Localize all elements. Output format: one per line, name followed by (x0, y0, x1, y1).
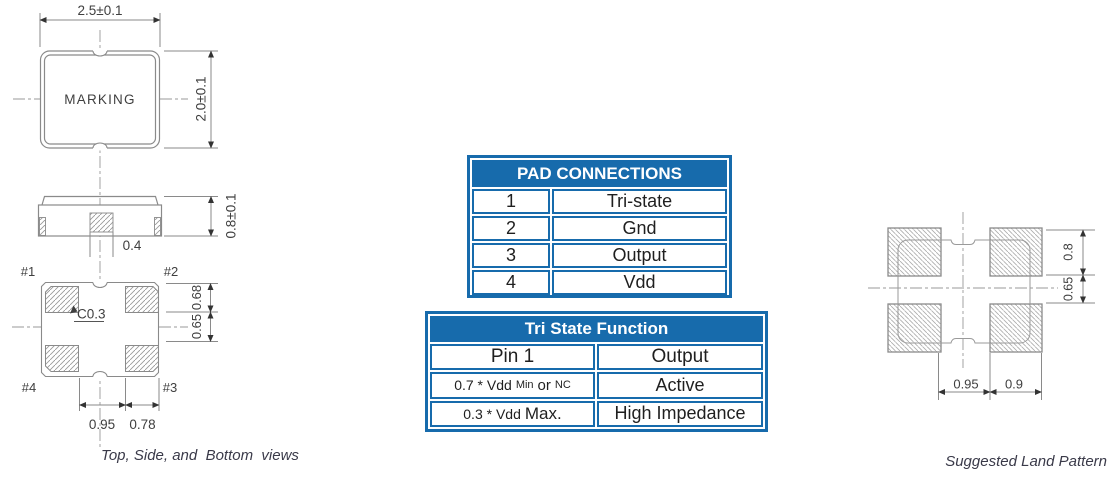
condition-text: or (537, 376, 551, 394)
tri-state-condition: 0.7 * Vdd Min or NC (430, 372, 595, 399)
table-row: 4 Vdd (472, 270, 727, 295)
pad-function: Tri-state (552, 189, 727, 214)
bottom-view-bottom-notch (92, 370, 108, 377)
top-view-dim-lines (39, 13, 218, 149)
pad-function: Vdd (552, 270, 727, 295)
package-views-drawing: MARKING 2.5±0.1 2.0±0.1 0.4 (12, 3, 239, 448)
top-view: MARKING 2.5±0.1 2.0±0.1 (39, 3, 218, 151)
tri-state-output: Active (597, 372, 763, 399)
tri-state-col-output: Output (597, 344, 763, 371)
land-span-a-dim: 0.95 (953, 377, 978, 392)
land-pad-3 (989, 303, 1043, 353)
top-height-dim: 2.0±0.1 (194, 77, 209, 122)
land-pad-height-dim: 0.8 (1062, 243, 1076, 260)
condition-text: 0.7 * Vdd (454, 377, 512, 394)
bottom-view-dim-lines (79, 283, 218, 411)
bottom-view-top-notch (92, 282, 108, 289)
pin1-label: #1 (21, 264, 35, 279)
land-pad-gap-dim: 0.65 (1062, 277, 1076, 301)
table-row: 1 Tri-state (472, 189, 727, 214)
pad-function: Gnd (552, 216, 727, 241)
crystal-pad-width-dim: 0.4 (123, 238, 142, 253)
pad-length-dim: 0.68 (189, 285, 204, 310)
pad-number: 3 (472, 243, 550, 268)
top-width-dim: 2.5±0.1 (78, 3, 123, 18)
tri-state-col-pin: Pin 1 (430, 344, 595, 371)
pad-number: 2 (472, 216, 550, 241)
chamfer-label: C0.3 (77, 307, 106, 322)
table-row: Pin 1 Output (430, 344, 763, 371)
top-notch (92, 50, 108, 57)
tri-state-table: Tri State Function Pin 1 Output 0.7 * Vd… (425, 311, 768, 432)
top-notch-mask (93, 48, 107, 54)
span-b-dim: 0.78 (129, 417, 155, 432)
land-pattern-caption: Suggested Land Pattern (945, 453, 1107, 470)
land-pattern-drawing: 0.8 0.65 0.95 0.9 (868, 212, 1095, 400)
bottom-notch (92, 142, 108, 149)
land-dim-lines (938, 229, 1095, 400)
pad-connections-table: PAD CONNECTIONS 1 Tri-state 2 Gnd 3 Outp… (467, 155, 732, 298)
pad-2 (125, 286, 159, 313)
land-span-b-dim: 0.9 (1005, 377, 1023, 392)
side-view: 0.4 0.8±0.1 (37, 194, 239, 257)
pin2-label: #2 (164, 264, 178, 279)
span-a-dim: 0.95 (89, 417, 115, 432)
pad-gap-dim: 0.65 (189, 314, 204, 339)
land-pad-4 (887, 303, 942, 353)
bottom-view: #1 #2 #3 #4 C0.3 0.68 0.65 0.95 0.78 (21, 264, 218, 432)
pad-1 (45, 286, 79, 313)
table-row: 0.3 * Vdd Max. High Impedance (430, 400, 763, 427)
condition-text-small: Min (515, 379, 534, 392)
pad-function: Output (552, 243, 727, 268)
tri-state-title: Tri State Function (430, 316, 763, 342)
tri-state-output: High Impedance (597, 400, 763, 427)
package-outline-overlay (897, 239, 1031, 344)
condition-text: 0.3 * Vdd (463, 405, 521, 422)
pin3-label: #3 (163, 380, 177, 395)
side-height-dim: 0.8±0.1 (224, 194, 239, 239)
table-row: 0.7 * Vdd Min or NC Active (430, 372, 763, 399)
table-row: 3 Output (472, 243, 727, 268)
chamfer-arrow (70, 305, 78, 314)
pad-number: 4 (472, 270, 550, 295)
pad-number: 1 (472, 189, 550, 214)
side-view-dim-lines (89, 196, 218, 257)
bottom-pads (45, 286, 159, 372)
pin4-label: #4 (22, 380, 36, 395)
views-caption: Top, Side, and Bottom views (101, 447, 299, 464)
land-center-lines (868, 212, 1058, 368)
pad-3 (125, 345, 159, 372)
land-pads (887, 227, 1043, 353)
land-pad-2 (989, 227, 1043, 277)
pad-4 (45, 345, 79, 372)
marking-label: MARKING (64, 92, 135, 107)
condition-text-small: NC (554, 379, 571, 392)
tri-state-condition: 0.3 * Vdd Max. (430, 400, 595, 427)
pad-connections-title: PAD CONNECTIONS (472, 160, 727, 187)
land-pad-1 (887, 227, 942, 277)
condition-text-large: Max. (524, 403, 562, 423)
table-row: 2 Gnd (472, 216, 727, 241)
